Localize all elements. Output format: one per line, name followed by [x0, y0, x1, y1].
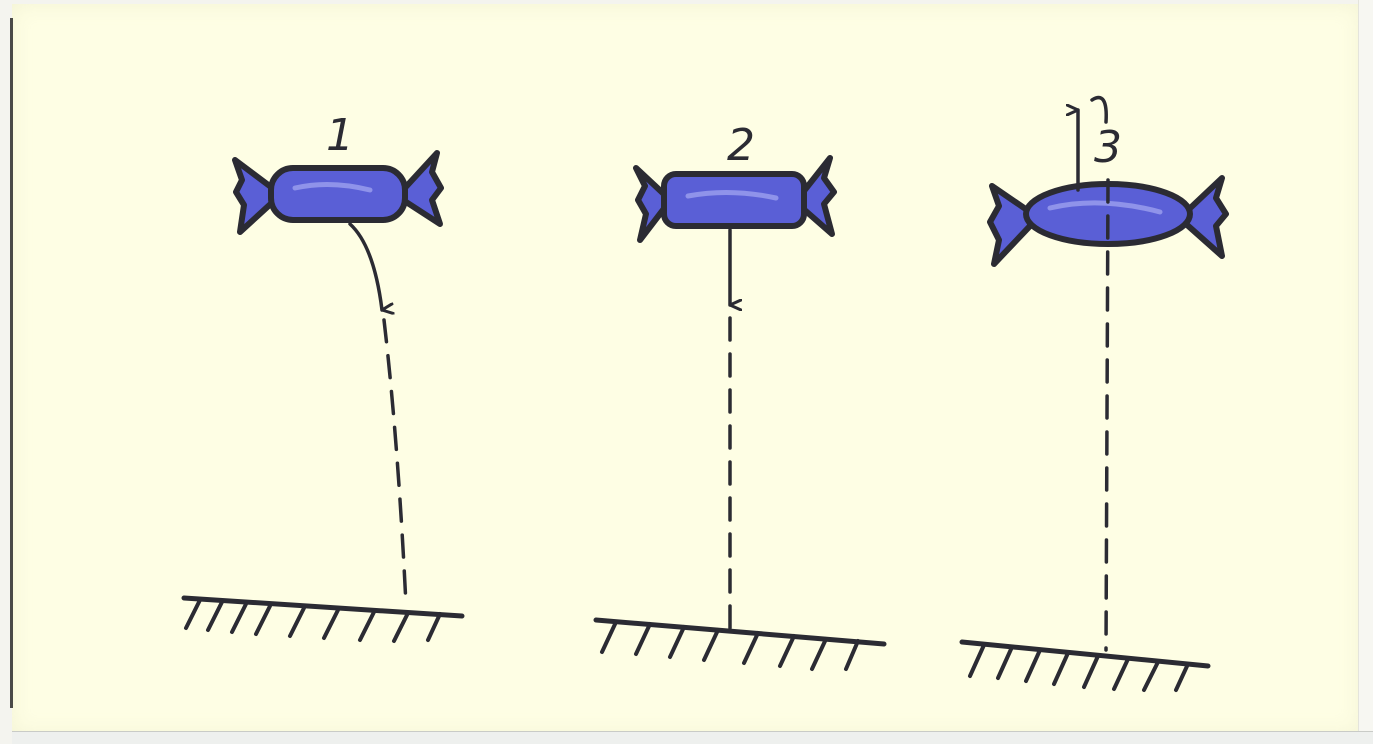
candy-3-highlight [1047, 200, 1163, 215]
figure-label-2: 2 [727, 120, 755, 171]
candy-1 [232, 150, 444, 235]
candy-2-highlight [685, 189, 779, 201]
figure-2: 2 [593, 120, 887, 671]
candy-3-left-wrapper [987, 183, 1033, 267]
dashed-path-3 [1104, 178, 1110, 652]
dashed-path-1 [382, 318, 408, 607]
trajectory-arrow-1 [348, 222, 382, 310]
candy-2-body [661, 171, 807, 229]
ground-1 [181, 595, 465, 643]
paper-left-edge [10, 18, 13, 708]
paper-sheet [12, 4, 1360, 734]
figure-3: 3 [959, 95, 1229, 692]
candy-3-right-wrapper [1183, 175, 1229, 259]
figure-1: 1 [181, 110, 465, 643]
paper-bottom-strip [12, 731, 1373, 744]
candy-2 [633, 155, 837, 243]
candy-1-right-wrapper [400, 150, 444, 227]
candy-1-highlight [292, 181, 373, 193]
paper-right-strip [1358, 0, 1373, 744]
figure-label-3: 3 [1094, 122, 1122, 173]
figure-label-1: 1 [326, 110, 354, 161]
ground-2 [593, 617, 887, 671]
candy-1-body [268, 165, 408, 223]
rotation-curl-3 [1090, 95, 1108, 124]
ground-3 [959, 639, 1211, 692]
